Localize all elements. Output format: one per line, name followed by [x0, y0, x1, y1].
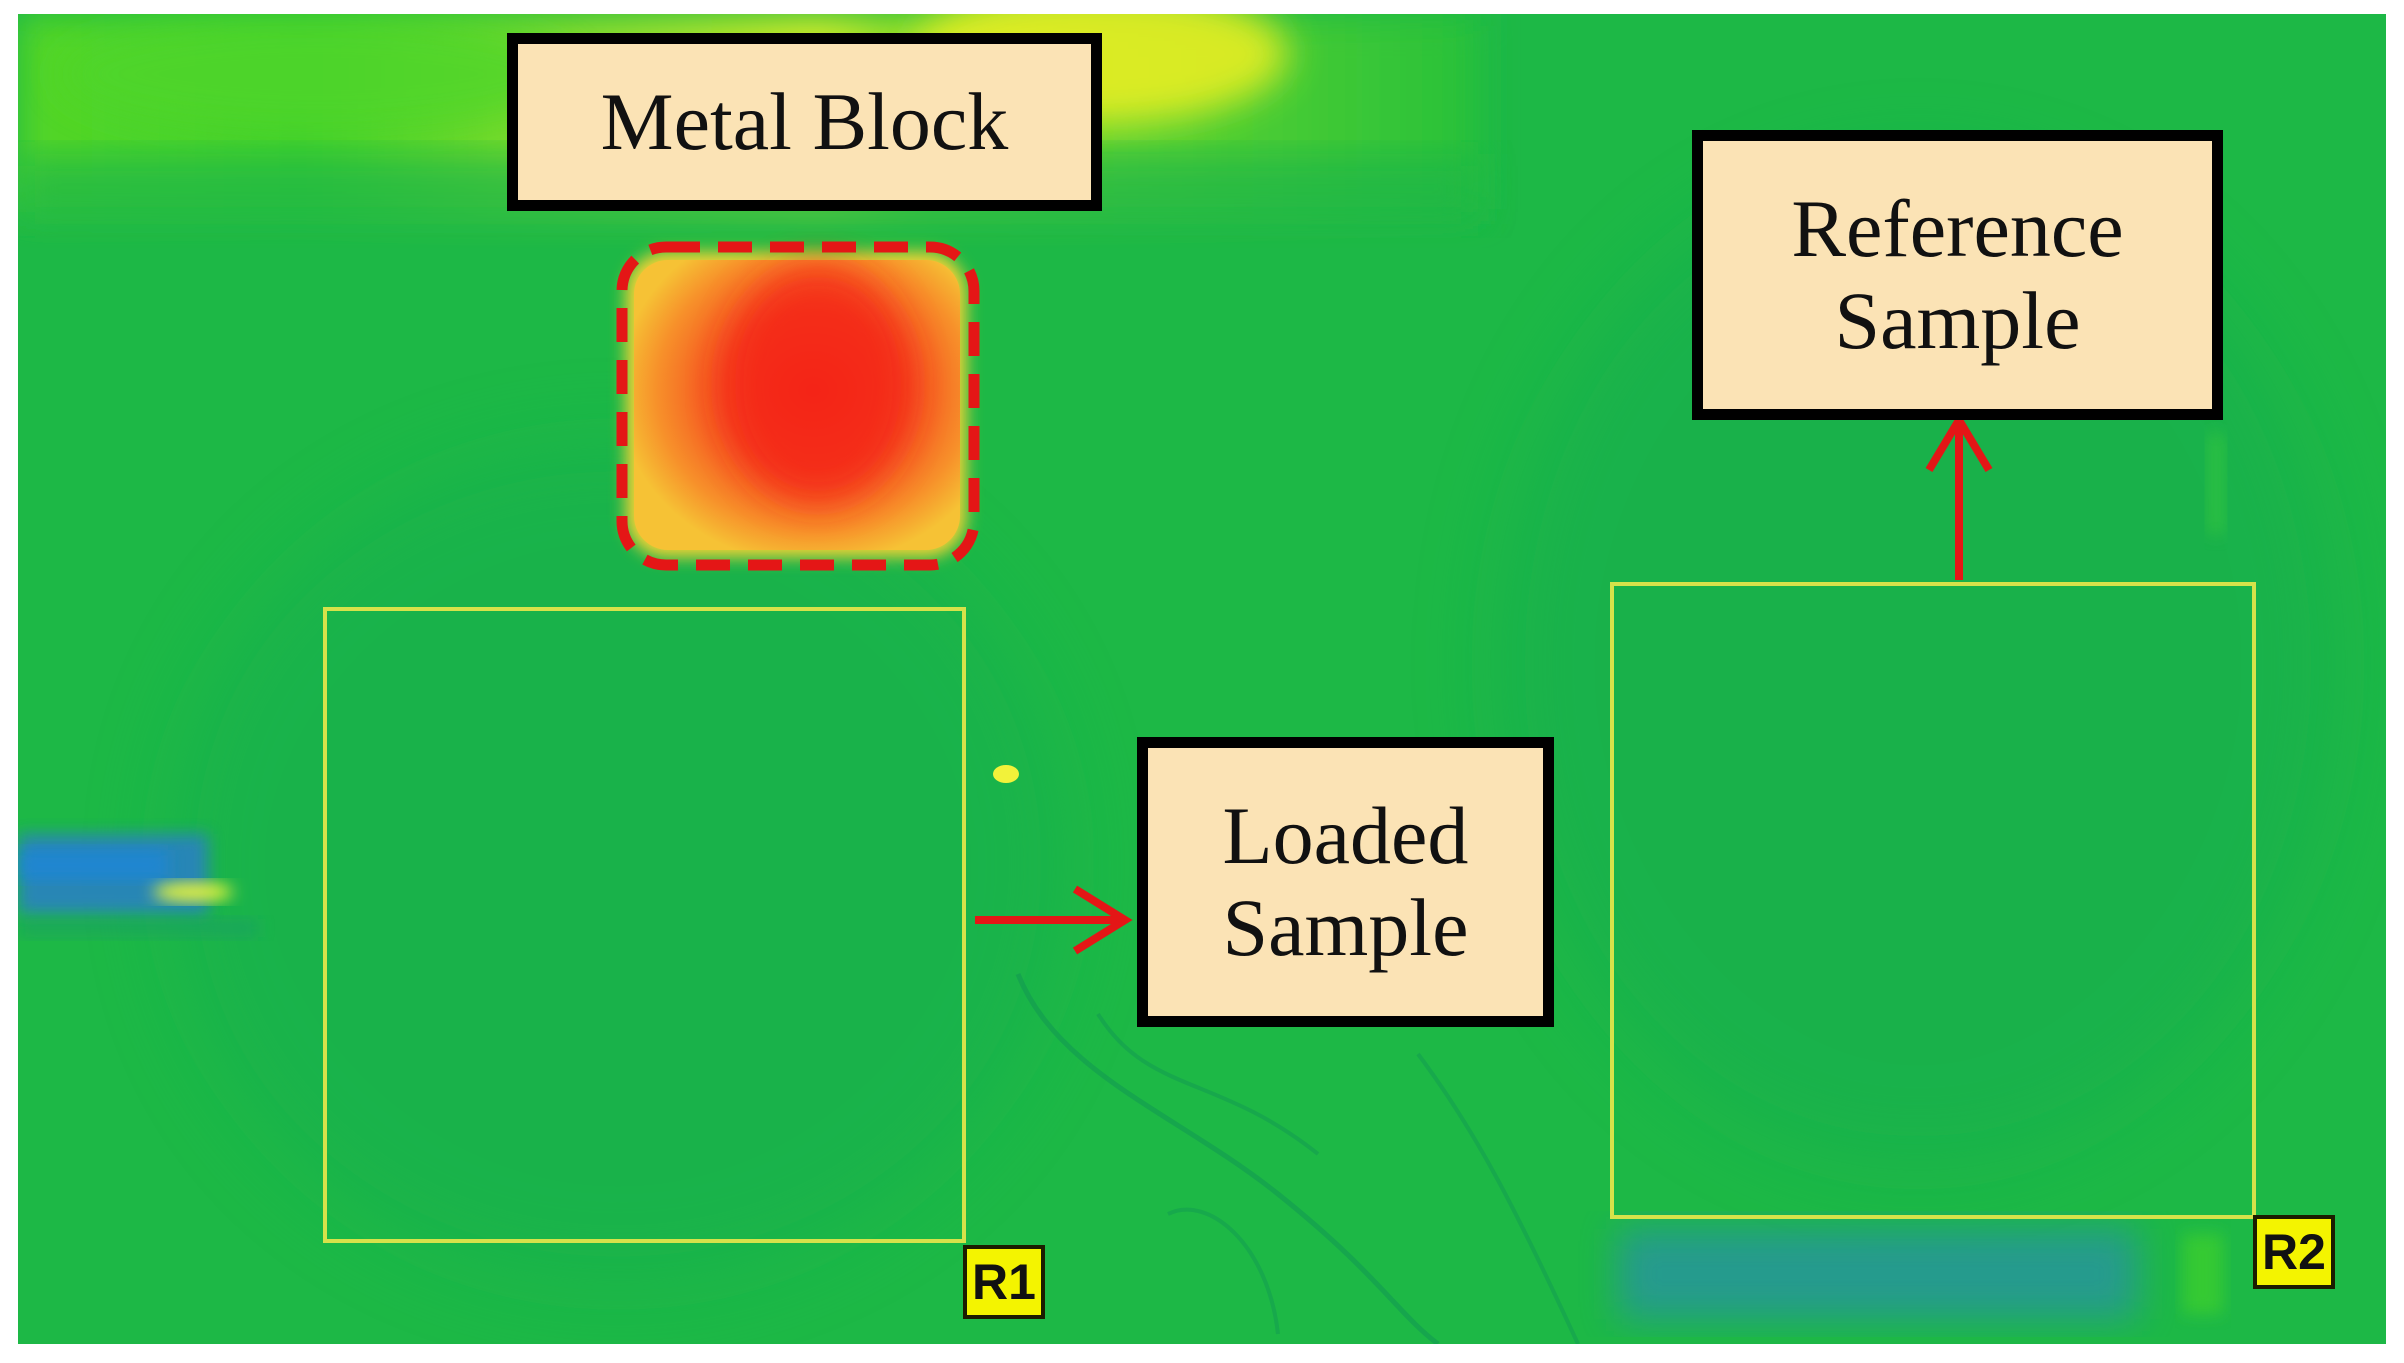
loaded-sample-label: Loaded Sample — [1137, 737, 1554, 1027]
roi-r2-rectangle — [1610, 582, 2256, 1219]
metal-block-label: Metal Block — [507, 33, 1102, 211]
roi-r1-rectangle — [323, 607, 966, 1243]
reference-sample-label: Reference Sample — [1692, 130, 2223, 420]
roi-r1-tag: R1 — [963, 1245, 1045, 1319]
roi-r2-tag: R2 — [2253, 1215, 2335, 1289]
